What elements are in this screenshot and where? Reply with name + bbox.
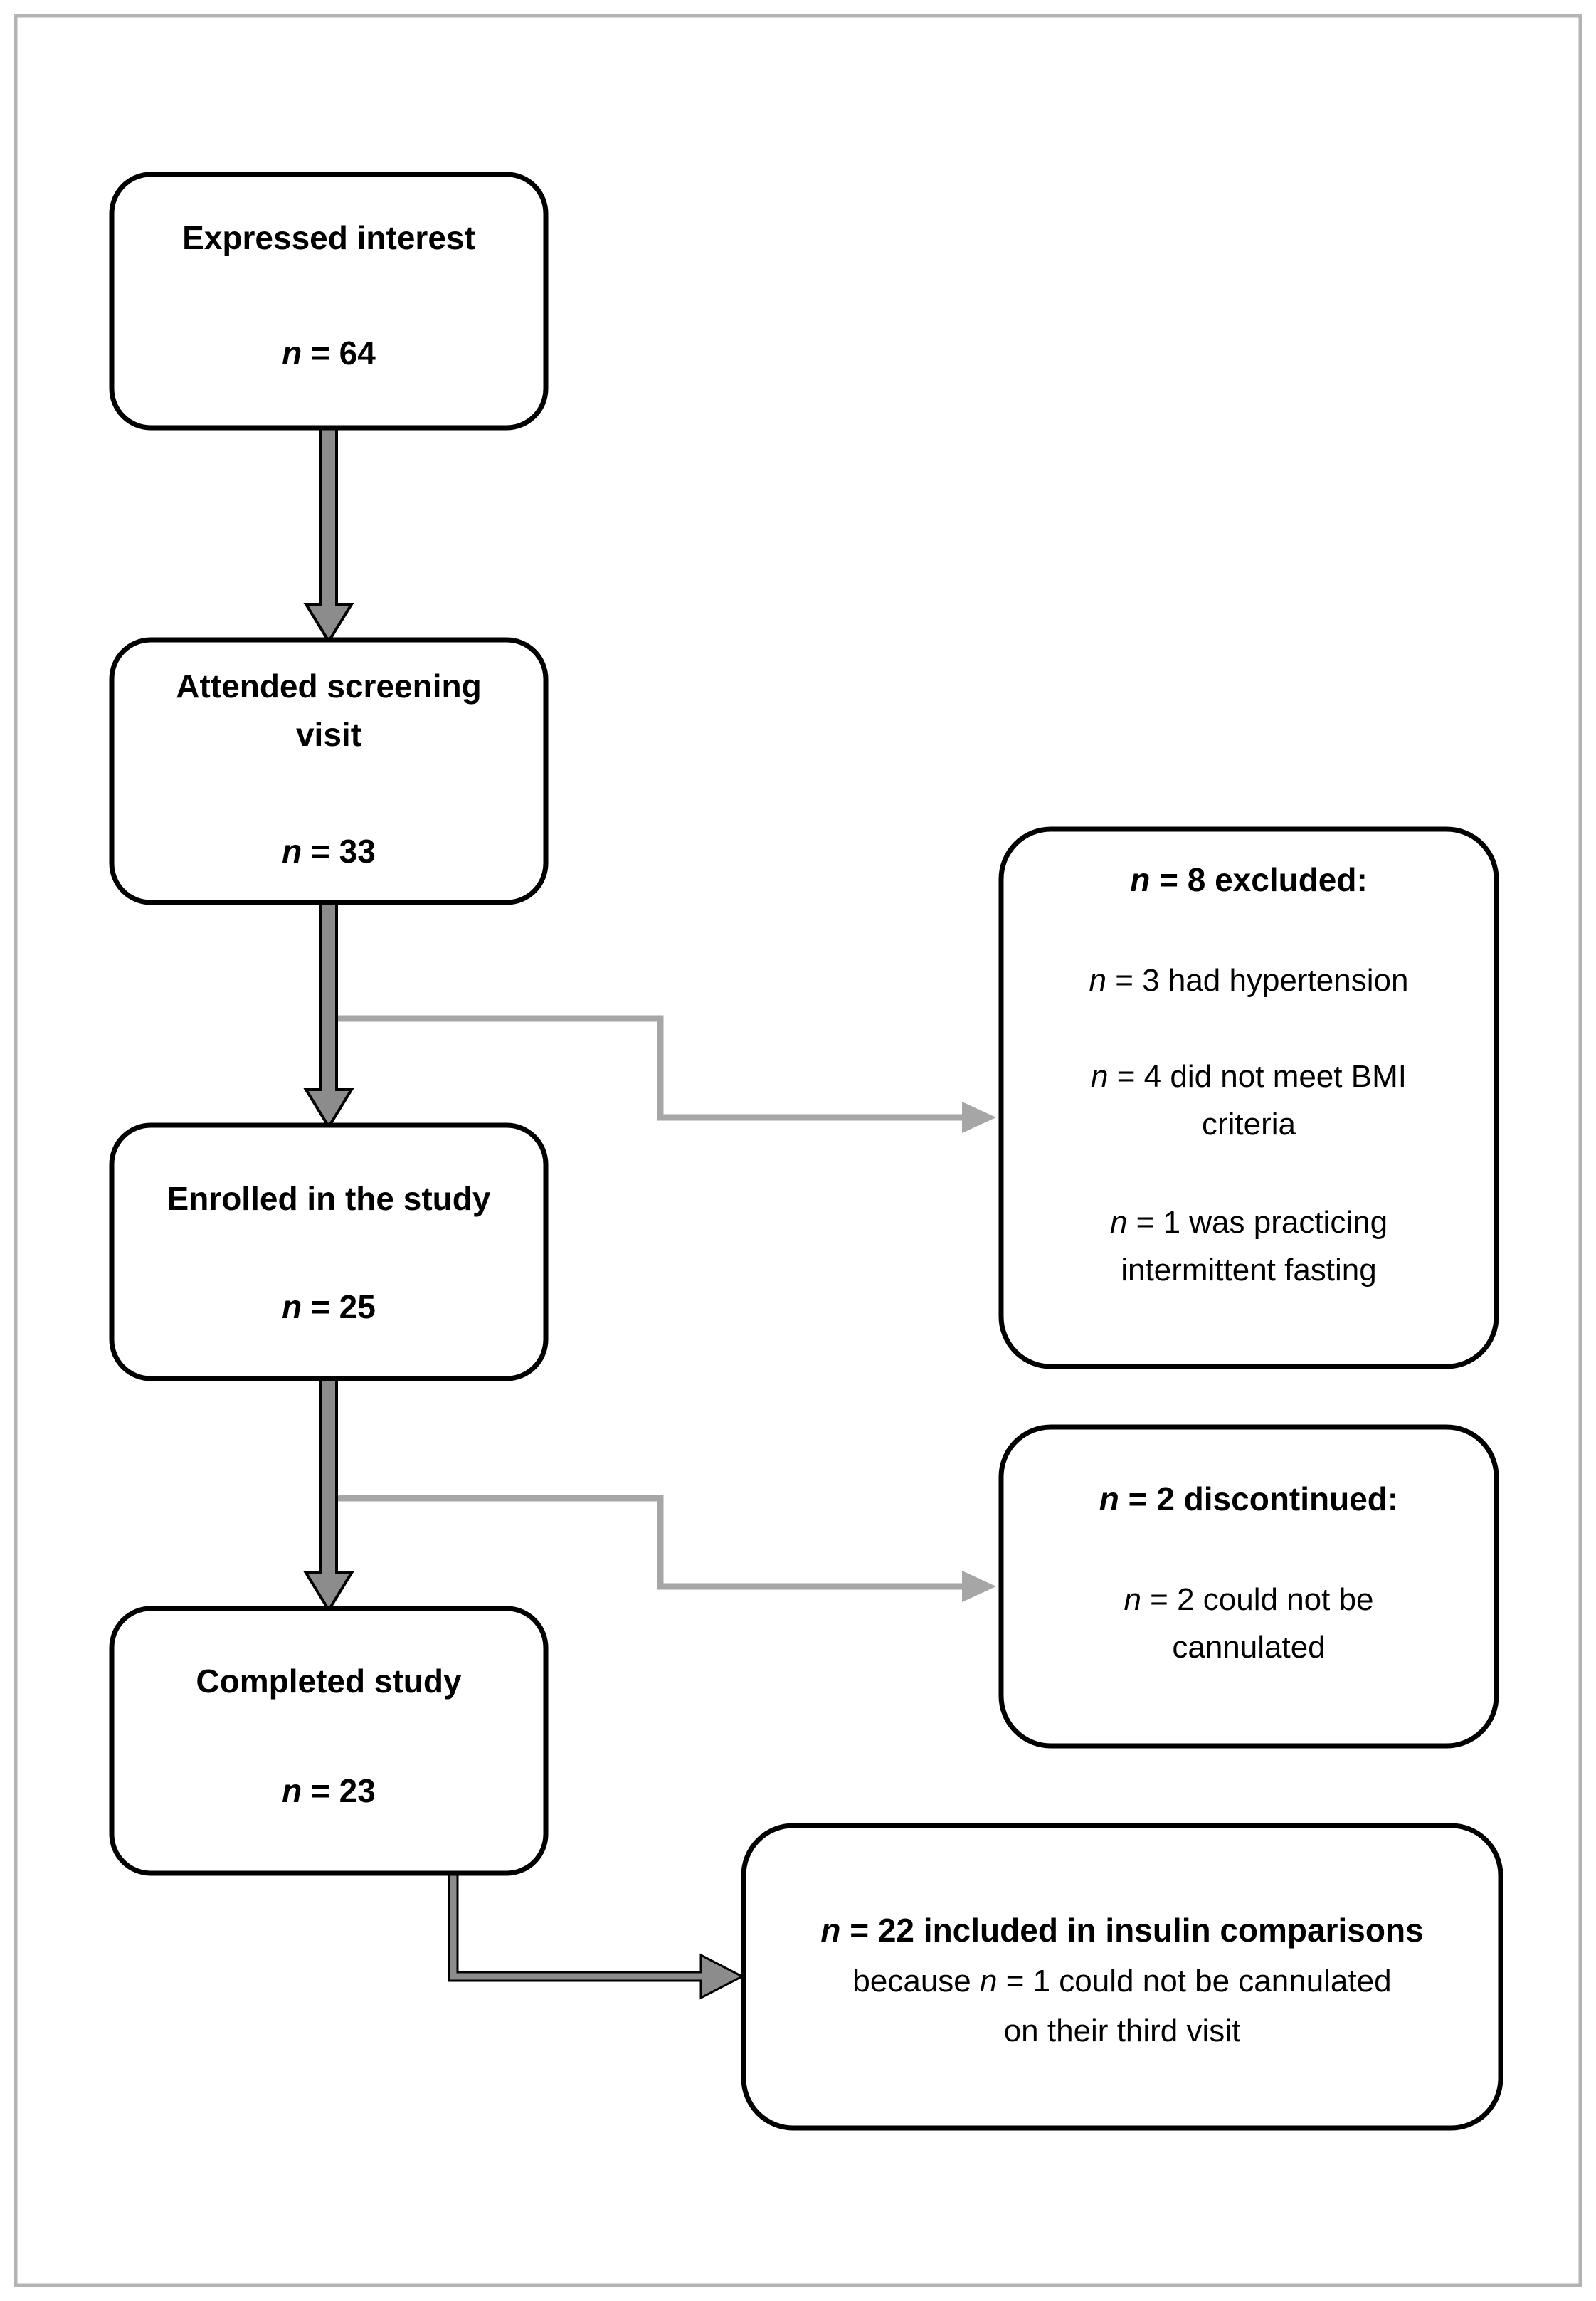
down-arrow-3 bbox=[303, 1376, 354, 1613]
box-enrolled-count: n = 25 bbox=[282, 1288, 376, 1325]
box-attended-screening-title-line2: visit bbox=[296, 716, 361, 753]
box-expressed-interest-count: n = 64 bbox=[282, 335, 376, 372]
box-included-comparisons bbox=[741, 1823, 1503, 2131]
box-excluded bbox=[998, 826, 1499, 1369]
box-discontinued-item1-line1: n = 2 could not be bbox=[1124, 1582, 1373, 1617]
box-excluded-item1: n = 3 had hypertension bbox=[1089, 963, 1409, 998]
box-enrolled-title: Enrolled in the study bbox=[167, 1180, 491, 1217]
box-completed-count: n = 23 bbox=[282, 1772, 376, 1809]
branch-arrowhead-discontinued bbox=[962, 1571, 996, 1602]
box-included-line3: on their third visit bbox=[1004, 2013, 1241, 2048]
box-completed bbox=[109, 1606, 549, 1876]
box-expressed-interest-title: Expressed interest bbox=[182, 219, 475, 256]
elbow-arrow-included bbox=[448, 1869, 745, 2000]
box-included-line1: n = 22 included in insulin comparisons bbox=[820, 1912, 1423, 1949]
box-excluded-item2-line1: n = 4 did not meet BMI bbox=[1091, 1059, 1407, 1094]
box-excluded-item3-line1: n = 1 was practicing bbox=[1110, 1205, 1388, 1240]
box-attended-screening-count: n = 33 bbox=[282, 833, 376, 870]
box-attended-screening-title-line1: Attended screening bbox=[176, 668, 481, 705]
box-discontinued bbox=[998, 1424, 1499, 1749]
down-arrow-2 bbox=[303, 900, 354, 1130]
box-excluded-heading: n = 8 excluded: bbox=[1130, 861, 1368, 898]
branch-connector-excluded bbox=[324, 1015, 962, 1121]
box-attended-screening bbox=[109, 637, 549, 905]
box-excluded-item2-line2: criteria bbox=[1202, 1107, 1296, 1142]
box-discontinued-item1-line2: cannulated bbox=[1172, 1630, 1325, 1665]
branch-connector-discontinued bbox=[324, 1495, 962, 1590]
branch-arrowhead-excluded bbox=[962, 1102, 996, 1133]
box-included-line2: because n = 1 could not be cannulated bbox=[852, 1964, 1391, 1999]
box-expressed-interest bbox=[109, 172, 549, 431]
box-enrolled bbox=[109, 1122, 549, 1381]
box-excluded-item3-line2: intermittent fasting bbox=[1121, 1253, 1377, 1288]
box-completed-title: Completed study bbox=[196, 1663, 462, 1700]
down-arrow-1 bbox=[303, 426, 354, 644]
box-discontinued-heading: n = 2 discontinued: bbox=[1099, 1480, 1398, 1517]
page-border bbox=[14, 14, 1582, 2287]
